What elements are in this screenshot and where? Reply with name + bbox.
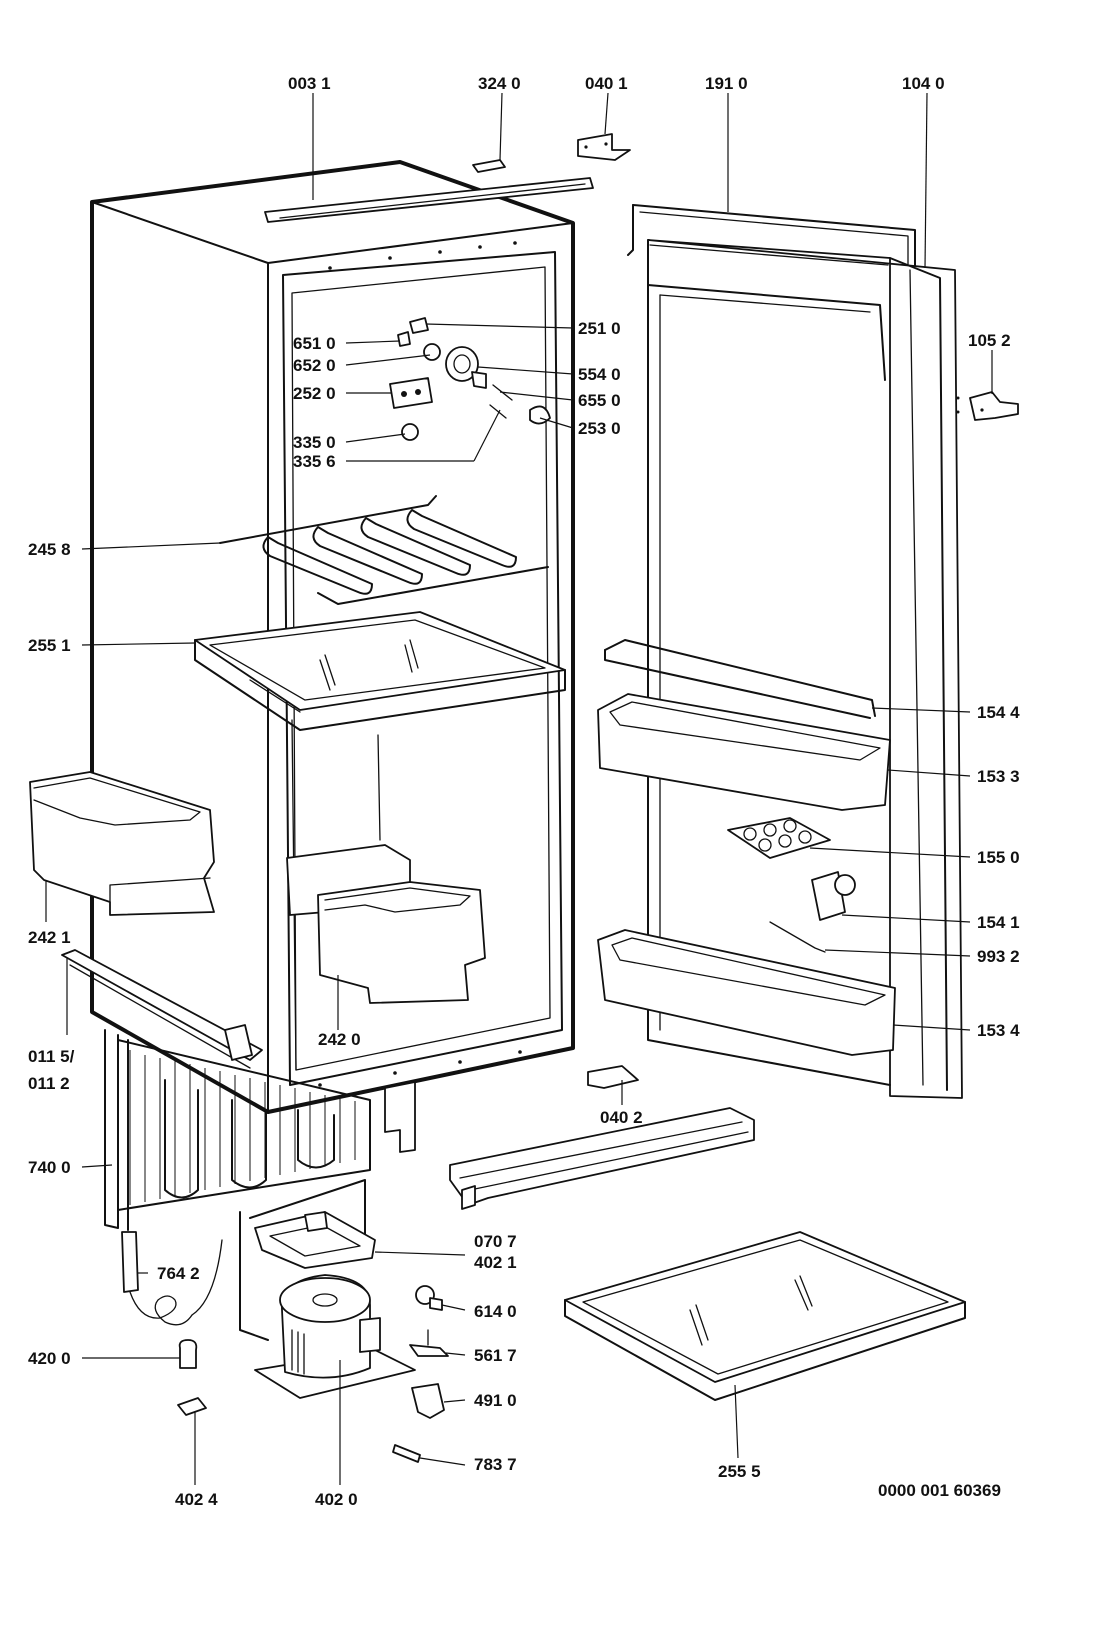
diagram-reference-number: 0000 001 60369 [878,1481,1001,1500]
glass-shelf-lower [564,1231,966,1401]
label-783-7: 783 7 [474,1455,517,1474]
label-154-1: 154 1 [977,913,1020,932]
bottom-cover-strip [449,1107,755,1210]
label-153-3: 153 3 [977,767,1020,786]
label-154-4: 154 4 [977,703,1020,722]
label-324-0: 324 0 [478,74,521,93]
butter-holder [811,871,856,921]
label-153-4: 153 4 [977,1021,1020,1040]
overload-protector-561 [409,1329,449,1357]
label-011-2: 011 2 [28,1074,70,1093]
cable-connector-783 [392,1444,421,1463]
evaporator-coil [219,495,549,605]
glass-shelf-upper [194,611,566,731]
label-614-0: 614 0 [474,1302,517,1321]
condenser-grid [104,1029,416,1229]
label-402-4: 402 4 [175,1490,218,1509]
thermostat-light-assembly [389,317,551,441]
label-104-0: 104 0 [902,74,945,93]
label-651-0: 651 0 [293,334,336,353]
egg-tray [727,817,831,859]
label-993-2: 993 2 [977,947,1020,966]
door-switch-wire [769,921,826,953]
label-105-2: 105 2 [968,331,1011,350]
label-335-6: 335 6 [293,452,336,471]
label-402-0: 402 0 [315,1490,358,1509]
label-011-5: 011 5/ [28,1047,75,1066]
top-trim-strip [264,177,594,223]
label-191-0: 191 0 [705,74,748,93]
label-155-0: 155 0 [977,848,1020,867]
label-242-1: 242 1 [28,928,71,947]
top-hinge-bracket [577,133,631,161]
label-003-1: 003 1 [288,74,331,93]
label-070-7: 070 7 [474,1232,517,1251]
lower-hinge [969,391,1019,421]
hinge-plate-040-2 [587,1065,639,1089]
capacitor-420 [178,1339,198,1369]
capillary-tube [121,1039,223,1326]
part-number-labels: 003 1 324 0 040 1 191 0 104 0 105 2 651 … [28,74,1020,1509]
label-655-0: 655 0 [578,391,621,410]
refrigerator-door [587,204,1019,1099]
label-420-0: 420 0 [28,1349,71,1368]
label-253-0: 253 0 [578,419,621,438]
clip-part [472,159,506,173]
label-402-1: 402 1 [474,1253,517,1272]
label-255-5: 255 5 [718,1462,761,1481]
label-335-0: 335 0 [293,433,336,452]
label-561-7: 561 7 [474,1346,517,1365]
crisper-bin-outer [29,771,215,916]
label-554-0: 554 0 [578,365,621,384]
label-040-1: 040 1 [585,74,628,93]
bottom-rail [61,949,263,1069]
compressor [239,1179,416,1399]
label-252-0: 252 0 [293,384,336,403]
label-040-2: 040 2 [600,1108,643,1127]
crisper-bin-inner [286,844,486,1004]
label-652-0: 652 0 [293,356,336,375]
starter-relay-614 [415,1285,443,1311]
label-255-1: 255 1 [28,636,71,655]
compressor-mount-bracket [254,1211,376,1269]
cover-cap-491 [411,1383,445,1419]
label-764-2: 764 2 [157,1264,200,1283]
label-242-0: 242 0 [318,1030,361,1049]
label-740-0: 740 0 [28,1158,71,1177]
label-251-0: 251 0 [578,319,621,338]
leader-lines [45,92,993,1485]
label-245-8: 245 8 [28,540,71,559]
label-491-0: 491 0 [474,1391,517,1410]
foot-clip-402-4 [177,1397,207,1416]
